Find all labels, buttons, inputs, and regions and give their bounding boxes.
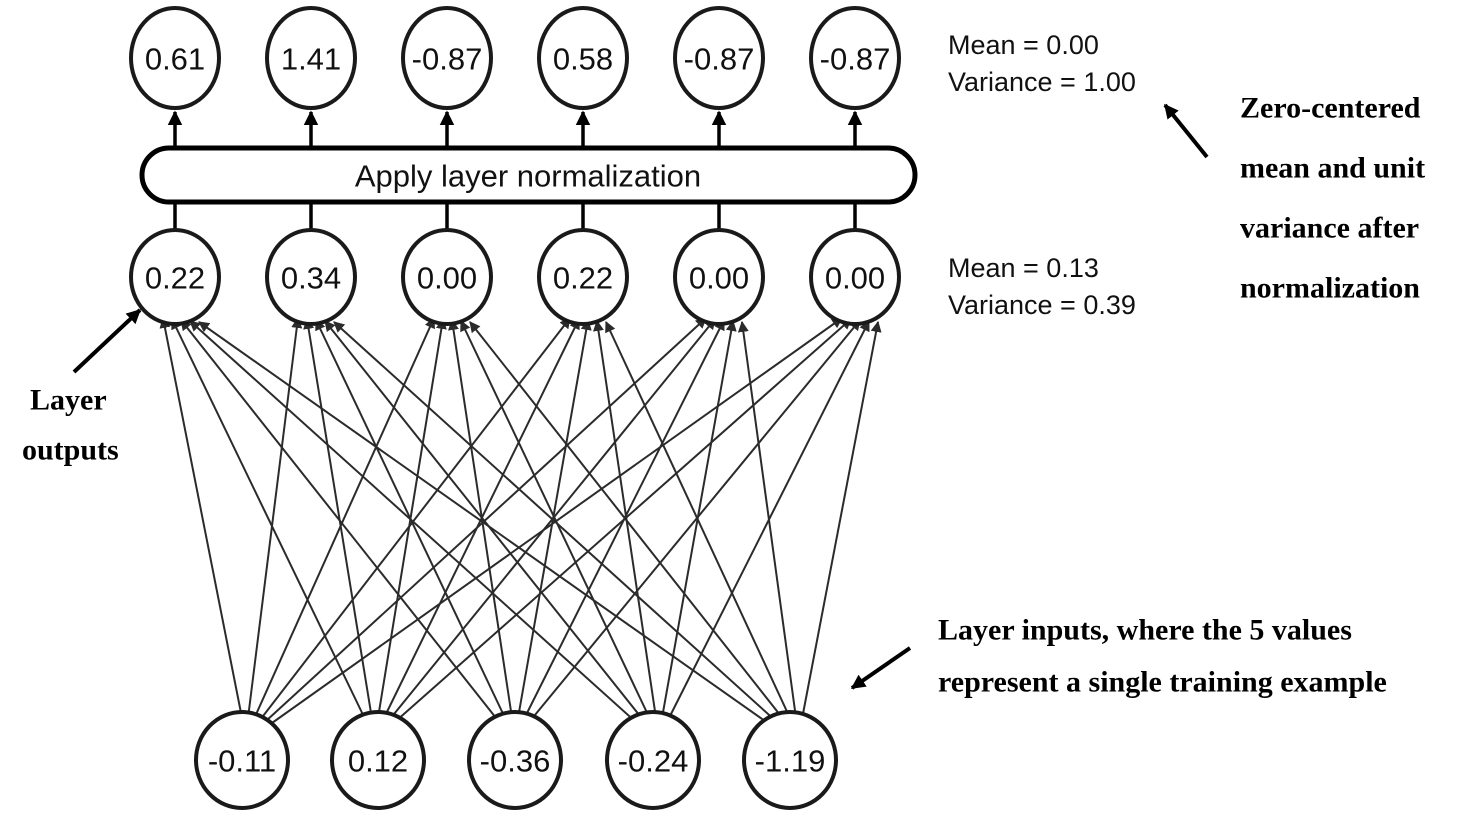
callout-bottom-line1: Layer inputs, where the 5 values bbox=[938, 614, 1352, 647]
node-circle bbox=[605, 710, 701, 810]
node-layer-input-1[interactable]: -0.11 bbox=[194, 710, 290, 810]
node-circle bbox=[129, 6, 221, 110]
callout-arrow-icon bbox=[850, 646, 912, 690]
node-value: 0.22 bbox=[145, 261, 205, 296]
node-normalized-3[interactable]: -0.87 bbox=[401, 6, 493, 110]
node-circle bbox=[194, 710, 290, 810]
callout-left-line1: Layer bbox=[30, 384, 107, 417]
node-layer-input-2[interactable]: 0.12 bbox=[330, 710, 426, 810]
normalized-variance-label: Variance = 1.00 bbox=[948, 67, 1136, 97]
node-value: -0.87 bbox=[412, 42, 483, 77]
node-layer-input-5[interactable]: -1.19 bbox=[742, 710, 838, 810]
layer-output-nodes: 0.22 0.34 0.00 0.22 0.00 0.00 bbox=[129, 228, 901, 326]
callout-layer-inputs: Layer inputs, where the 5 values represe… bbox=[850, 614, 1387, 699]
edges-box-to-normalized bbox=[167, 110, 863, 148]
node-value: 0.00 bbox=[825, 261, 885, 296]
node-circle bbox=[467, 710, 563, 810]
node-circle bbox=[809, 228, 901, 326]
callout-right-line2: mean and unit bbox=[1240, 152, 1425, 185]
node-circle bbox=[673, 6, 765, 110]
callout-arrow-icon bbox=[72, 308, 142, 374]
node-circle bbox=[537, 228, 629, 326]
node-circle bbox=[265, 6, 357, 110]
node-layer-input-3[interactable]: -0.36 bbox=[467, 710, 563, 810]
callout-layer-outputs: Layer outputs bbox=[22, 308, 142, 467]
callout-right-line3: variance after bbox=[1240, 212, 1419, 245]
node-circle bbox=[129, 228, 221, 326]
node-value: -0.36 bbox=[480, 744, 551, 779]
node-normalized-4[interactable]: 0.58 bbox=[537, 6, 629, 110]
node-normalized-2[interactable]: 1.41 bbox=[265, 6, 357, 110]
node-normalized-6[interactable]: -0.87 bbox=[809, 6, 901, 110]
node-value: -0.87 bbox=[820, 42, 891, 77]
node-layer-output-6[interactable]: 0.00 bbox=[809, 228, 901, 326]
node-value: 0.00 bbox=[417, 261, 477, 296]
edges-outputs-to-box bbox=[173, 202, 857, 232]
callout-arrow-icon bbox=[1163, 103, 1209, 159]
normalized-mean-label: Mean = 0.00 bbox=[948, 30, 1099, 60]
layer-output-mean-label: Mean = 0.13 bbox=[948, 253, 1099, 283]
node-circle bbox=[809, 6, 901, 110]
node-value: -1.19 bbox=[755, 744, 826, 779]
node-circle bbox=[742, 710, 838, 810]
node-circle bbox=[401, 228, 493, 326]
normalized-output-nodes: 0.61 1.41 -0.87 0.58 -0.87 -0.87 bbox=[129, 6, 901, 110]
apply-layer-normalization-box[interactable]: Apply layer normalization bbox=[139, 145, 918, 205]
node-circle bbox=[265, 228, 357, 326]
callout-right-line1: Zero-centered bbox=[1240, 92, 1421, 125]
node-value: 0.00 bbox=[689, 261, 749, 296]
node-circle bbox=[330, 710, 426, 810]
callout-right-line4: normalization bbox=[1240, 272, 1420, 305]
node-value: -0.87 bbox=[684, 42, 755, 77]
callout-bottom-line2: represent a single training example bbox=[938, 666, 1387, 699]
process-box-shape bbox=[139, 145, 918, 205]
node-value: 0.61 bbox=[145, 42, 205, 77]
layer-input-nodes: -0.11 0.12 -0.36 -0.24 -1.19 bbox=[194, 710, 838, 810]
node-layer-output-2[interactable]: 0.34 bbox=[265, 228, 357, 326]
node-layer-output-1[interactable]: 0.22 bbox=[129, 228, 221, 326]
node-layer-input-4[interactable]: -0.24 bbox=[605, 710, 701, 810]
node-layer-output-3[interactable]: 0.00 bbox=[401, 228, 493, 326]
normalized-stats: Mean = 0.00 Variance = 1.00 bbox=[948, 30, 1136, 97]
node-value: 0.58 bbox=[553, 42, 613, 77]
node-value: 1.41 bbox=[281, 42, 341, 77]
node-value: -0.11 bbox=[208, 744, 276, 779]
node-layer-output-4[interactable]: 0.22 bbox=[537, 228, 629, 326]
node-normalized-5[interactable]: -0.87 bbox=[673, 6, 765, 110]
node-circle bbox=[537, 6, 629, 110]
node-circle bbox=[401, 6, 493, 110]
node-value: 0.12 bbox=[348, 744, 408, 779]
edges-inputs-to-outputs bbox=[159, 316, 882, 727]
callout-left-line2: outputs bbox=[22, 434, 119, 467]
layer-output-stats: Mean = 0.13 Variance = 0.39 bbox=[948, 253, 1136, 320]
callout-zero-centered: Zero-centered mean and unit variance aft… bbox=[1163, 92, 1425, 305]
node-value: -0.24 bbox=[618, 744, 689, 779]
node-layer-output-5[interactable]: 0.00 bbox=[673, 228, 765, 326]
layer-output-variance-label: Variance = 0.39 bbox=[948, 290, 1136, 320]
node-value: 0.34 bbox=[281, 261, 341, 296]
node-normalized-1[interactable]: 0.61 bbox=[129, 6, 221, 110]
node-circle bbox=[673, 228, 765, 326]
process-box-label: Apply layer normalization bbox=[355, 159, 701, 194]
node-value: 0.22 bbox=[553, 261, 613, 296]
